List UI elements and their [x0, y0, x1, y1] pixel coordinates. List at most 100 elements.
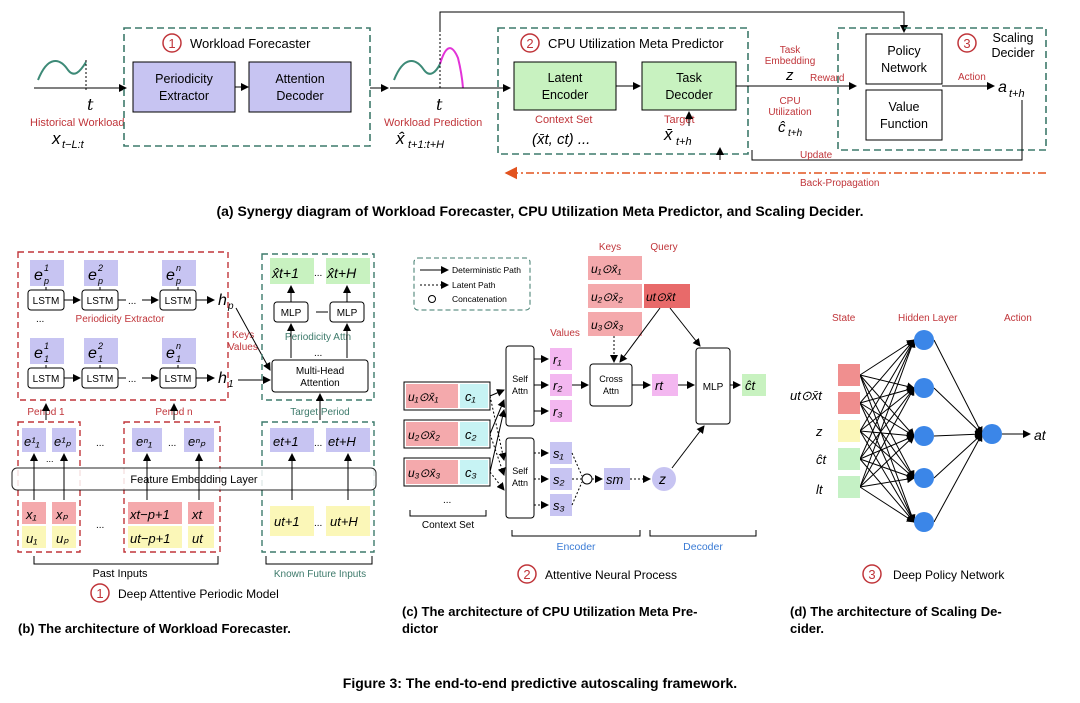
input-hidden-connection	[859, 435, 915, 488]
svg-text:u₃⊙x̄₃: u₃⊙x̄₃	[591, 318, 623, 332]
scaling-number: 3	[963, 36, 970, 51]
attention-decoder-line2: Decoder	[276, 89, 323, 103]
svg-text:...: ...	[46, 454, 54, 464]
svg-text:Attn: Attn	[603, 386, 619, 396]
svg-text:LSTM: LSTM	[33, 296, 60, 307]
svg-text:LSTM: LSTM	[87, 296, 114, 307]
scaling-decider-box	[837, 27, 1047, 151]
svg-text:1: 1	[44, 263, 49, 273]
t-label-2: t	[436, 95, 443, 114]
feature-embedding-layer	[11, 467, 377, 491]
svg-text:et+1: et+1	[273, 434, 299, 449]
out-label-2: x̂t+H	[326, 265, 357, 281]
state-node-1	[838, 364, 860, 386]
input-hidden-connection	[859, 374, 915, 391]
svg-text:...: ...	[96, 520, 104, 531]
input-hidden-connection	[859, 339, 915, 460]
action-math: a	[998, 79, 1007, 96]
svg-text:...: ...	[314, 438, 322, 449]
hidden-label: Hidden Layer	[898, 313, 958, 324]
hidden-output-connection	[933, 387, 983, 435]
svg-text:ut⊙x̄t: ut⊙x̄t	[790, 388, 823, 403]
svg-text:n: n	[176, 341, 181, 351]
past-inputs-label: Past Inputs	[92, 568, 148, 580]
legend-latent: Latent Path	[452, 280, 496, 290]
svg-text:p: p	[43, 276, 49, 286]
panel-b: e 1 p e 2 p e n p LSTM LSTM LSTM ... h	[11, 251, 377, 603]
attention-decoder-block	[248, 61, 352, 113]
state-node-5	[838, 476, 860, 498]
svg-text:x₁: x₁	[25, 507, 37, 522]
input-hidden-connection	[859, 339, 915, 376]
values-label: Values	[228, 342, 258, 353]
svg-text:...: ...	[168, 438, 176, 449]
svg-text:ut+1: ut+1	[274, 514, 300, 529]
c-hat-label: ĉ	[778, 119, 786, 136]
feature-embedding-label: Feature Embedding Layer	[130, 474, 258, 486]
svg-text:c₃: c₃	[465, 465, 477, 480]
known-future-label: Known Future Inputs	[274, 569, 366, 580]
forecaster-number: 1	[168, 36, 175, 51]
attention-decoder-line1: Attention	[275, 72, 324, 86]
query-label: Query	[650, 242, 677, 253]
latent-encoder-line1: Latent	[548, 71, 583, 85]
svg-text:ut: ut	[192, 531, 204, 546]
hidden-output-connection	[933, 433, 983, 523]
multihead-line1: Multi-Head	[296, 366, 344, 377]
task-decoder-block	[641, 61, 737, 111]
svg-text:u₃⊙x̄₃: u₃⊙x̄₃	[408, 466, 440, 480]
hidden-node-3	[914, 426, 934, 446]
svg-text:eⁿ₁: eⁿ₁	[136, 434, 152, 449]
svg-text:...: ...	[314, 348, 322, 359]
svg-text:Cross: Cross	[599, 374, 623, 384]
value-function-block	[865, 89, 943, 141]
svg-text:e: e	[166, 267, 175, 284]
input-hidden-connection	[859, 486, 915, 523]
panel-d: State Hidden Layer Action ut⊙x̄t z ĉt lt…	[790, 313, 1047, 584]
svg-text:sm: sm	[606, 472, 624, 487]
action-label-d: Action	[1004, 313, 1032, 324]
h1-label: h	[218, 370, 227, 387]
decoder-label: Decoder	[683, 541, 723, 553]
prediction-label: Workload Prediction	[384, 117, 482, 129]
svg-text:et+H: et+H	[328, 434, 356, 449]
hidden-output-connection	[933, 339, 983, 435]
latent-encoder-block	[513, 61, 617, 111]
keys-label: Keys	[232, 330, 254, 341]
input-hidden-connection	[859, 374, 915, 437]
task-embedding-line2: Embedding	[765, 56, 816, 67]
input-hidden-connection	[859, 386, 915, 404]
meta-predictor-box	[497, 27, 749, 155]
svg-text:...: ...	[96, 438, 104, 449]
svg-text:s₃: s₃	[553, 498, 565, 513]
input-hidden-connection	[859, 435, 915, 460]
svg-text:e: e	[166, 345, 175, 362]
hidden-output-connection	[933, 430, 983, 439]
caption-d-line2: cider.	[790, 621, 824, 636]
task-decoder-line2: Decoder	[665, 88, 712, 102]
svg-text:...: ...	[443, 495, 451, 506]
svg-text:2: 2	[97, 341, 103, 351]
scaling-title-line1: Scaling	[993, 31, 1034, 45]
t-label: t	[87, 95, 94, 114]
periodicity-extractor-label: Periodicity Extractor	[76, 314, 166, 325]
hidden-output-connection	[933, 433, 983, 479]
svg-text:Attn: Attn	[512, 478, 528, 488]
svg-text:c₁: c₁	[465, 389, 476, 404]
svg-text:...: ...	[314, 518, 322, 529]
svg-text:ĉt: ĉt	[745, 378, 757, 393]
forecaster-number-circle	[162, 33, 182, 53]
value-function-line1: Value	[888, 100, 919, 114]
historical-math: x	[51, 129, 61, 148]
caption-d-line1: (d) The architecture of Scaling De-	[790, 604, 1002, 619]
svg-text:ut⊙x̄t: ut⊙x̄t	[646, 290, 676, 304]
context-set-label: Context Set	[535, 114, 592, 126]
hp-sub: p	[227, 301, 234, 312]
svg-text:s₂: s₂	[553, 472, 565, 487]
mlp-2: MLP	[337, 308, 358, 319]
svg-text:Self: Self	[512, 374, 528, 384]
figure-caption: Figure 3: The end-to-end predictive auto…	[343, 675, 737, 691]
lstm-row-bottom: LSTM LSTM LSTM ...	[27, 365, 215, 389]
svg-text:LSTM: LSTM	[165, 296, 192, 307]
